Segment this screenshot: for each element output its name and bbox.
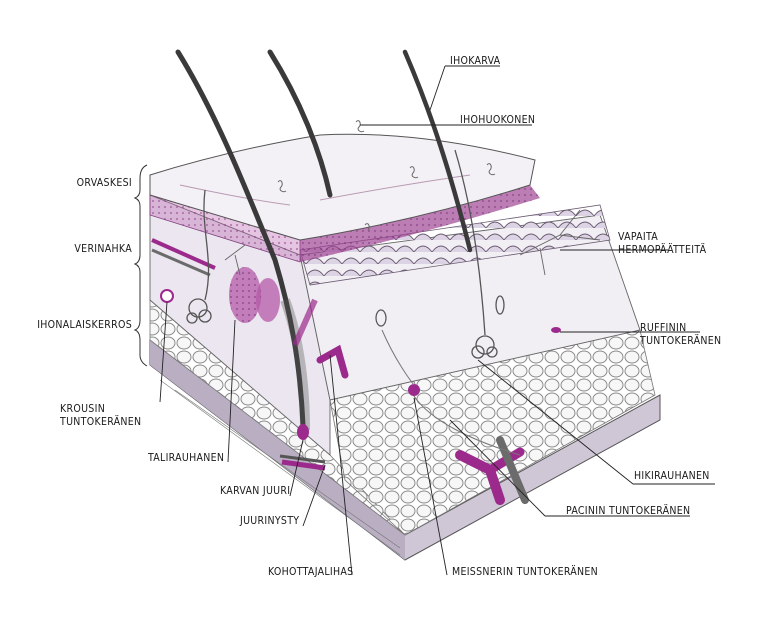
label-vapaita: VAPAITA — [618, 231, 659, 243]
label-hikirauhanen: HIKIRAUHANEN — [634, 470, 710, 482]
hair-papilla-vessel — [281, 459, 326, 471]
label-ihohuokonen: IHOHUOKONEN — [460, 114, 536, 126]
krause-bulb — [160, 289, 174, 303]
label-kohottajalihas: KOHOTTAJALIHAS — [268, 566, 354, 578]
label-verinahka: VERINAHKA — [74, 243, 132, 255]
free-nerve-endings — [224, 209, 601, 276]
nerve-fibers — [381, 329, 521, 456]
sweat-gland-coils — [186, 149, 498, 359]
label-ihokarva: IHOKARVA — [450, 55, 501, 67]
hairs — [175, 49, 473, 428]
sebaceous-gland — [229, 267, 280, 323]
arrector-muscle — [292, 298, 318, 347]
label-krousin: KROUSIN — [60, 403, 106, 415]
label-ihonalaiskerros: IHONALAISKERROS — [37, 319, 132, 331]
base-slab-front — [150, 340, 405, 560]
dermal-papillae — [299, 204, 611, 286]
label-krousin-tuntokeranen: TUNTOKERÄNEN — [60, 416, 142, 428]
label-meissnerin-tuntokeranen: MEISSNERIN TUNTOKERÄNEN — [452, 566, 599, 578]
label-hermopaatteita: HERMOPÄÄTTEITÄ — [618, 244, 707, 256]
hair-root — [297, 424, 309, 440]
meissner-corpuscle — [408, 384, 420, 396]
label-pacinin-tuntokeranen: PACININ TUNTOKERÄNEN — [566, 505, 691, 517]
label-orvaskesi: ORVASKESI — [76, 177, 132, 189]
label-ruffinin: RUFFININ — [640, 322, 687, 334]
ruffini-corpuscle — [551, 327, 561, 333]
label-karvan-juuri: KARVAN JUURI — [220, 485, 291, 497]
skin-surface — [149, 133, 536, 241]
hair-follicle — [280, 298, 310, 431]
pores — [277, 120, 496, 231]
label-ruffinin-tuntokeranen: TUNTOKERÄNEN — [640, 335, 722, 347]
label-talirauhanen: TALIRAUHANEN — [148, 452, 225, 464]
layer-brace — [133, 164, 148, 367]
label-juurinysty: JUURINYSTY — [240, 515, 300, 527]
leader-lines — [159, 65, 715, 576]
